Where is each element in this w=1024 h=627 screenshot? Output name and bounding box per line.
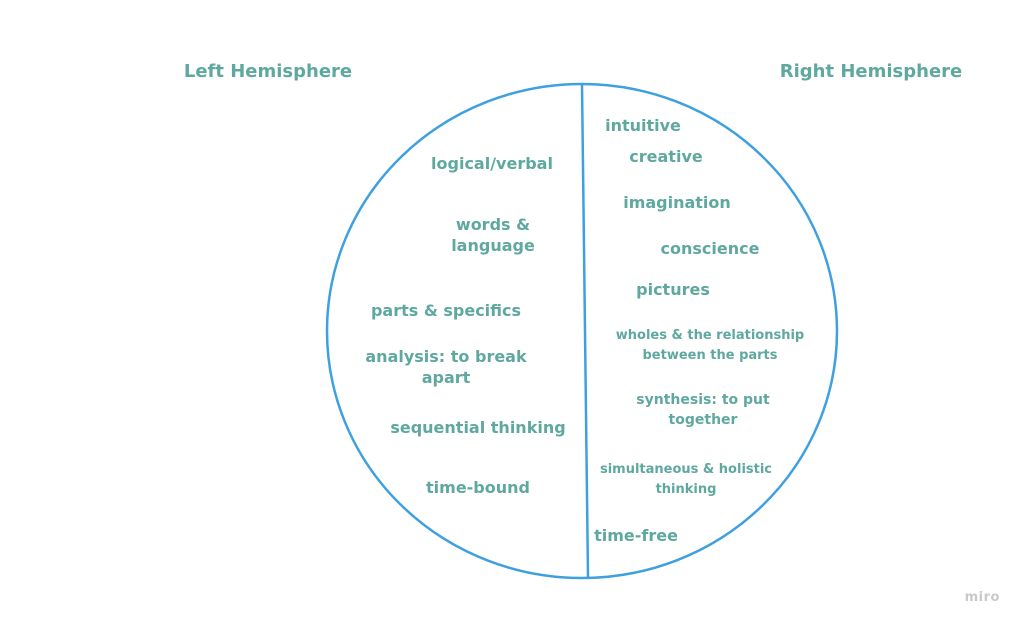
left-item-time-bound: time-bound [426,478,530,497]
right-item-imagination: imagination [623,193,731,212]
left-item-analysis: analysis: to break apart [365,347,526,389]
right-item-synthesis: synthesis: to put together [636,390,769,431]
analysis-line-2: apart [421,367,471,387]
words-line-1: words & [455,215,531,234]
wholes-line-1: wholes & the relationship [615,328,805,343]
simultaneous-line-1: simultaneous & holistic [599,462,773,477]
left-item-parts-specifics: parts & specifics [370,301,522,320]
wholes-line-2: between the parts [642,347,778,363]
right-item-creative: creative [629,147,703,166]
left-item-sequential-thinking: sequential thinking [390,418,566,437]
words-line-2: language [451,235,535,255]
right-item-pictures: pictures [636,280,710,299]
hemisphere-divider [580,83,590,579]
left-item-words-language: words & language [451,215,535,257]
left-item-logical-verbal: logical/verbal [431,154,553,173]
right-item-conscience: conscience [660,239,760,258]
right-item-intuitive: intuitive [605,116,681,135]
right-item-wholes: wholes & the relationship between the pa… [616,326,804,365]
synthesis-line-1: synthesis: to put [636,392,770,408]
right-hemisphere-heading: Right Hemisphere [779,61,963,82]
synthesis-line-2: together [668,412,738,429]
right-item-time-free: time-free [594,526,678,545]
simultaneous-line-2: thinking [655,481,717,497]
left-hemisphere-heading: Left Hemisphere [183,61,353,82]
analysis-line-1: analysis: to break [365,347,527,366]
miro-watermark: miro [964,590,1000,605]
right-item-simultaneous: simultaneous & holistic thinking [600,460,772,499]
